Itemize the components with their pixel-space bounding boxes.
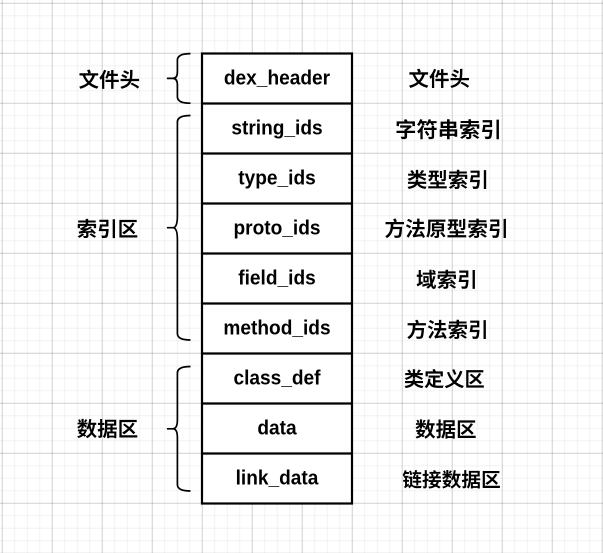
svg-text:field_ids: field_ids <box>238 267 316 290</box>
svg-text:proto_ids: proto_ids <box>234 217 321 240</box>
svg-text:type_ids: type_ids <box>238 167 316 190</box>
svg-text:dex_header: dex_header <box>224 67 330 90</box>
svg-text:string_ids: string_ids <box>231 117 322 140</box>
svg-text:data: data <box>257 417 297 440</box>
svg-text:method_ids: method_ids <box>223 317 330 340</box>
svg-text:class_def: class_def <box>233 367 320 390</box>
svg-text:link_data: link_data <box>236 467 319 490</box>
